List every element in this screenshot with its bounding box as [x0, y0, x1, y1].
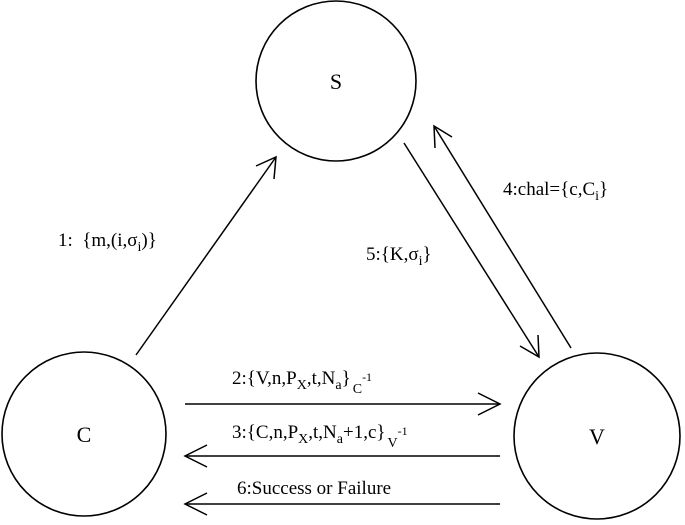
edge-5-line: [403, 142, 540, 358]
node-v-circle: [513, 352, 681, 520]
edge-5-s-to-v: [403, 142, 540, 359]
edge-5-arrowhead: [519, 334, 540, 359]
edge-4-arrowhead: [433, 124, 453, 149]
edge-1-label: 1: {m,(i,σi)}: [58, 230, 157, 255]
edge-6-label: 6:Success or Failure: [237, 478, 391, 499]
edge-1-line: [135, 156, 277, 356]
node-c-circle: [1, 351, 167, 517]
edge-2-label: 2:{V,n,PX,t,Na}C-1: [232, 368, 372, 397]
node-v-label: V: [589, 424, 605, 449]
edge-1-arrowhead: [255, 155, 277, 180]
node-s-label: S: [330, 69, 342, 94]
edge-4-line: [433, 125, 572, 349]
node-v: V: [513, 352, 681, 520]
edge-1-c-to-s: [135, 155, 277, 356]
edge-2-arrowhead: [477, 392, 502, 416]
node-s: S: [255, 0, 417, 162]
node-s-circle: [255, 0, 417, 162]
node-c: C: [1, 351, 167, 517]
edge-3-label: 3:{C,n,PX,t,Na+1,c}V-1: [232, 422, 408, 451]
edge-3-arrowhead: [183, 444, 208, 468]
edge-6-arrowhead: [183, 492, 208, 516]
edge-6-v-to-c: [183, 492, 500, 516]
edge-4-v-to-s: [433, 124, 572, 349]
edge-2-c-to-v: [185, 392, 502, 416]
edge-4-label: 4:chal={c,Ci}: [503, 179, 608, 204]
edge-3-v-to-c: [183, 444, 500, 468]
node-c-label: C: [77, 422, 92, 447]
edge-5-label: 5:{K,σi}: [366, 244, 432, 269]
